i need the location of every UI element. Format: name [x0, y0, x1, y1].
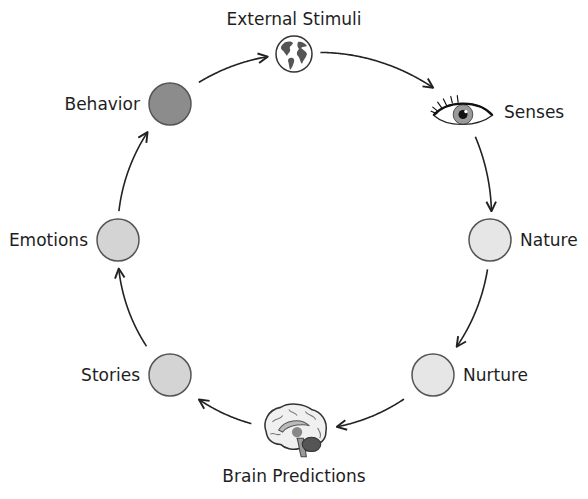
cycle-arrow: [119, 269, 147, 347]
node-label: Nature: [520, 230, 578, 251]
node-label-group: Emotions: [9, 230, 88, 251]
cycle-node: Senses: [430, 94, 496, 130]
node-label-group: Nature: [520, 230, 578, 251]
brain-icon: [258, 400, 330, 460]
cycle-node: Stories: [148, 353, 192, 397]
cycle-arrow: [119, 132, 148, 211]
node-label: Senses: [504, 102, 564, 123]
brain-illustration: [265, 404, 326, 457]
node-label: Emotions: [9, 230, 88, 251]
cycle-node: Nurture: [411, 353, 455, 397]
stage-circle: [411, 353, 455, 397]
stage-circle: [468, 218, 512, 262]
node-label: Stories: [81, 365, 140, 386]
node-label-group: Senses: [504, 102, 564, 123]
cycle-node: Behavior: [148, 82, 192, 126]
node-label-group: Behavior: [65, 94, 141, 115]
eye-illustration: [431, 96, 492, 125]
cycle-arrow: [199, 57, 268, 83]
node-circle: [149, 83, 191, 125]
stage-circle: [96, 218, 140, 262]
node-circle: [412, 354, 454, 396]
cycle-arrow: [337, 399, 404, 427]
cycle-node: External Stimuli: [274, 34, 314, 74]
node-label-group: External Stimuli: [227, 9, 362, 30]
cycle-arrow: [199, 399, 251, 423]
globe-icon: [274, 34, 314, 74]
node-label-group: Stories: [81, 365, 140, 386]
cycle-node: Nature: [468, 218, 512, 262]
node-label: External Stimuli: [227, 9, 362, 30]
node-label: Brain Predictions: [222, 466, 365, 487]
cycle-node: Emotions: [96, 218, 140, 262]
cycle-arrow: [320, 52, 433, 87]
node-circle: [469, 219, 511, 261]
cycle-arrow: [475, 137, 491, 212]
node-label: Behavior: [65, 94, 141, 115]
node-label-group: Nurture: [463, 365, 528, 386]
node-label: Nurture: [463, 365, 528, 386]
cycle-node: Brain Predictions: [258, 400, 330, 460]
eye-icon: [430, 94, 496, 130]
cycle-arrow: [457, 269, 488, 346]
stage-circle: [148, 82, 192, 126]
node-circle: [97, 219, 139, 261]
stage-circle: [148, 353, 192, 397]
globe-illustration: [276, 36, 312, 72]
node-label-group: Brain Predictions: [222, 466, 365, 487]
node-circle: [149, 354, 191, 396]
